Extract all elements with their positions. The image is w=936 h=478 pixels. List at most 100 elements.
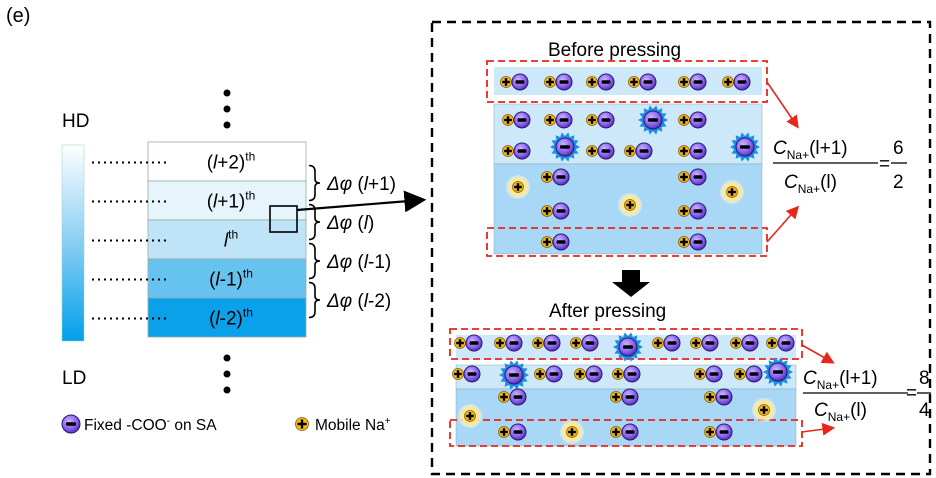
carboxylate-anion [465, 334, 483, 352]
free-sodium-cation [618, 193, 642, 217]
free-sodium-cation [458, 404, 482, 428]
sodium-cation [532, 337, 544, 349]
sodium-cation [758, 404, 770, 416]
potential-brace [308, 242, 321, 280]
carboxylate-anion [715, 423, 733, 441]
after-ratio-denominator: CNa+(l) [814, 400, 867, 424]
before-ratio-numerator: CNa+(l+1) [773, 138, 848, 162]
legend-mobile-label: Mobile Na+ [315, 416, 391, 434]
sodium-cation [544, 114, 556, 126]
sodium-cation [452, 368, 464, 380]
sodium-cation [678, 205, 690, 217]
carboxylate-anion [621, 423, 639, 441]
sodium-cation [494, 337, 506, 349]
ion-pair [678, 73, 707, 91]
sodium-cation [730, 337, 742, 349]
sodium-cation [586, 114, 598, 126]
carboxylate-anion [639, 73, 657, 91]
before-title: Before pressing [548, 40, 681, 61]
sodium-cation [766, 337, 778, 349]
carboxylate-anion [623, 365, 641, 383]
carboxylate-anion [777, 334, 795, 352]
density-gradient-bar [61, 144, 85, 342]
after-ions [452, 332, 795, 444]
after-red-arrow-top [801, 344, 835, 364]
carboxylate-anion [733, 73, 751, 91]
before-ratio-equals: = [879, 154, 890, 175]
ion-pair [678, 202, 707, 220]
ion-pair [574, 365, 603, 383]
sodium-cation [544, 76, 556, 88]
after-ratio-equals: = [906, 383, 917, 404]
sodium-cation [628, 76, 640, 88]
sodium-cation [722, 76, 734, 88]
carboxylate-anion [643, 110, 663, 130]
sodium-cation [464, 410, 476, 422]
ion-pair [678, 233, 707, 251]
fixed-carboxylate-icon [61, 414, 81, 434]
ion-pair [586, 111, 615, 129]
carboxylate-anion [504, 365, 524, 385]
carboxylate-anion [701, 334, 719, 352]
sodium-cation [512, 181, 524, 193]
carboxylate-anion [513, 142, 531, 160]
sodium-cation [678, 171, 690, 183]
layer-row [147, 141, 307, 182]
ion-pair [766, 334, 795, 352]
free-sodium-cation [752, 398, 776, 422]
ion-pair [612, 365, 641, 383]
before-value-numerator: 6 [893, 138, 904, 159]
potential-differences: Δφ (l+1)Δφ (l)Δφ (l-1)Δφ (l-2) [308, 164, 396, 319]
ion-pair [500, 73, 529, 91]
ion-pair [734, 365, 763, 383]
layer-label: (l-1)th [209, 267, 253, 291]
layer-label: (l+1)th [207, 189, 256, 213]
carboxylate-anion [585, 365, 603, 383]
carboxylate-anion [705, 365, 723, 383]
potential-brace [308, 164, 321, 202]
sodium-cation [704, 426, 716, 438]
ion-pair [544, 111, 573, 129]
carboxylate-anion [552, 168, 570, 186]
sodium-cation [586, 76, 598, 88]
after-value-denominator: 4 [919, 400, 930, 421]
ion-pair [534, 365, 563, 383]
sodium-cation [534, 368, 546, 380]
layer-row [147, 180, 307, 221]
layer-label: (l-2)th [209, 306, 253, 330]
sodium-cation [678, 76, 690, 88]
dissociated-anion [638, 105, 668, 135]
after-ratio-numerator: CNa+(l+1) [803, 368, 878, 392]
carboxylate-anion [509, 423, 527, 441]
carboxylate-anion [663, 334, 681, 352]
carboxylate-anion [513, 111, 531, 129]
carboxylate-anion [768, 362, 788, 382]
before-red-arrow-bottom [766, 205, 800, 243]
after-red-arrow-bottom [801, 422, 836, 436]
before-red-arrow-top [766, 81, 799, 129]
ion-pair [610, 388, 639, 406]
ion-pair [541, 233, 570, 251]
carboxylate-anion [509, 388, 527, 406]
carboxylate-anion [745, 365, 763, 383]
ion-pair [678, 168, 707, 186]
ellipsis-bottom [223, 354, 231, 394]
sodium-cation [500, 76, 512, 88]
ion-pair [678, 142, 707, 160]
sodium-cation [624, 145, 636, 157]
free-sodium-cation [720, 180, 744, 204]
free-sodium-cation [506, 175, 530, 199]
potential-label: Δφ (l-1) [326, 252, 391, 273]
carboxylate-anion [689, 73, 707, 91]
ion-pair [722, 73, 751, 91]
ion-pair [730, 334, 759, 352]
carboxylate-anion [505, 334, 523, 352]
zoom-arrow [296, 190, 427, 213]
ion-pair [502, 142, 531, 160]
legend: Fixed -COO- on SA Mobile Na+ [61, 414, 391, 434]
before-ions [500, 73, 760, 251]
layer-label: (l+2)th [207, 150, 256, 174]
ellipsis-top [223, 89, 231, 129]
